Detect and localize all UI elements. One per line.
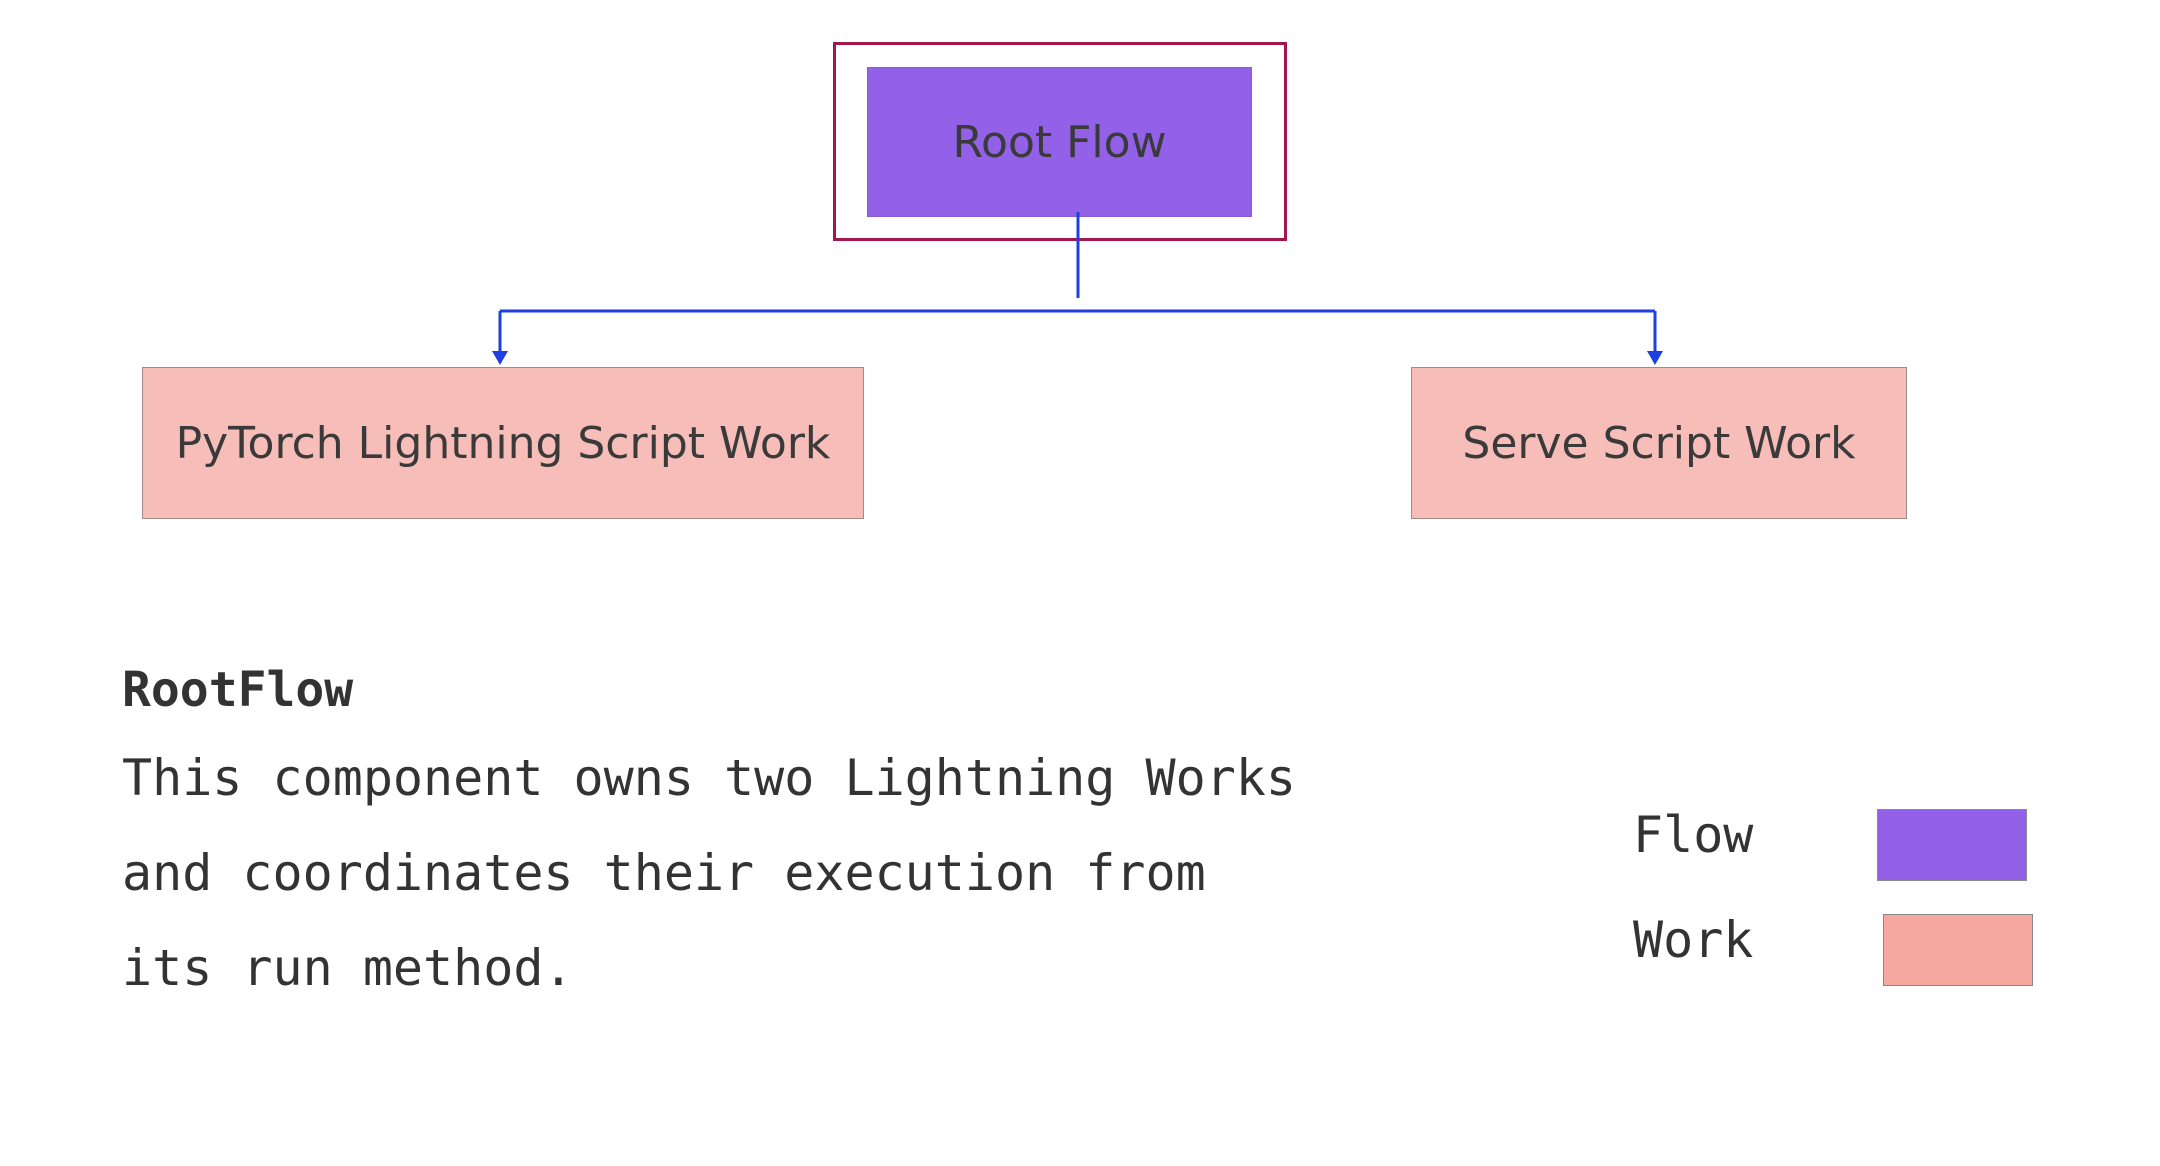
- legend-swatch-flow: [1877, 809, 2027, 881]
- description-line: its run method.: [122, 939, 574, 997]
- component-description: RootFlow This component owns two Lightni…: [122, 660, 1296, 1016]
- pytorch-lightning-script-work-node[interactable]: PyTorch Lightning Script Work: [142, 367, 864, 519]
- arrowhead-right-work: [1647, 351, 1663, 365]
- description-line: and coordinates their execution from: [122, 844, 1206, 902]
- description-title: RootFlow: [122, 662, 354, 718]
- arrowhead-left-work: [492, 351, 508, 365]
- root-flow-node[interactable]: Root Flow: [867, 67, 1252, 217]
- legend-label-flow: Flow: [1633, 806, 1754, 864]
- legend-label-work: Work: [1633, 911, 1754, 969]
- serve-script-work-node[interactable]: Serve Script Work: [1411, 367, 1907, 519]
- work-node-label: PyTorch Lightning Script Work: [175, 417, 831, 469]
- work-node-label: Serve Script Work: [1462, 417, 1856, 469]
- root-flow-label: Root Flow: [952, 116, 1167, 168]
- description-line: This component owns two Lightning Works: [122, 749, 1296, 807]
- root-selection-frame: [833, 42, 1287, 241]
- legend-swatch-work: [1883, 914, 2033, 986]
